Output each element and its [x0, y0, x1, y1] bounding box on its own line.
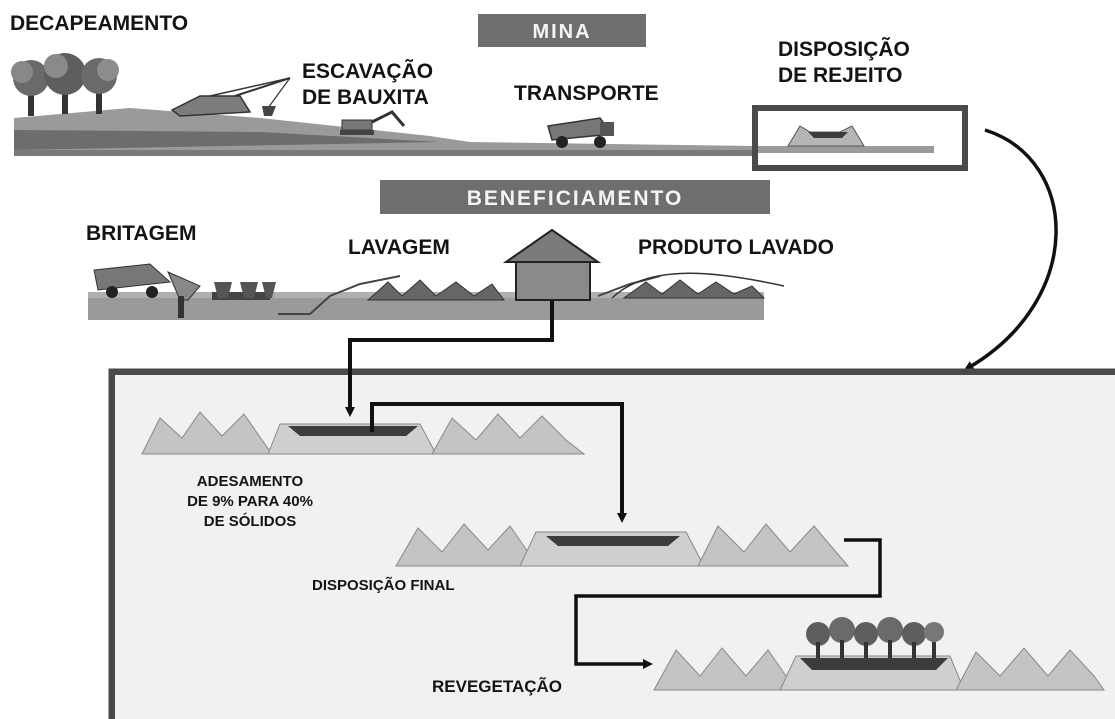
dragline-excavator-icon: [170, 77, 291, 117]
step-disposicao-final-label: DISPOSIÇÃO FINAL: [312, 576, 455, 594]
tailings-flow-arrow: [963, 128, 1058, 371]
haul-truck-icon: [547, 117, 614, 148]
forest-trees-icon: [11, 53, 119, 116]
step-adensamento-line1: ADESAMENTO: [197, 473, 304, 490]
product-curve-line: [611, 272, 785, 299]
mine-ground: [14, 108, 755, 156]
stage-decapeamento-label: DECAPEAMENTO: [10, 12, 188, 35]
disposal-to-revegetation-arrow: [574, 538, 882, 669]
beneficiamento-banner-label: BENEFICIAMENTO: [467, 187, 684, 210]
stage-lavagem-label: LAVAGEM: [348, 236, 450, 259]
stage-britagem-label: BRITAGEM: [86, 222, 196, 245]
stage-disposicao-rejeito-line1: DISPOSIÇÃO: [778, 38, 910, 61]
revegetation-trees-icon: [806, 617, 944, 658]
product-piles-icon: [622, 279, 766, 299]
conveyor-line: [278, 275, 401, 315]
tailings-disposal-box: [752, 105, 968, 171]
stage-disposicao-rejeito-line2: DE REJEITO: [778, 64, 902, 87]
step-revegetacao-label: REVEGETAÇÃO: [432, 676, 562, 696]
mina-banner-label: MINA: [532, 21, 591, 43]
processing-plant-icon: [502, 228, 602, 301]
crusher-equipment-icon: [212, 282, 276, 300]
excavator-icon: [340, 110, 406, 135]
stage-escavacao-line1: ESCAVAÇÃO: [302, 60, 433, 83]
revegetation-piles-icon: [653, 647, 1105, 691]
stage-produto-lavado-label: PRODUTO LAVADO: [638, 236, 834, 259]
product-conveyor-line: [597, 275, 661, 297]
step-adensamento-line3: DE SÓLIDOS: [204, 512, 297, 530]
beneficiamento-banner: BENEFICIAMENTO: [380, 180, 770, 214]
mina-banner: MINA: [478, 14, 646, 47]
washing-piles-icon: [366, 279, 505, 301]
plant-to-thickener-arrow: [345, 300, 554, 417]
thickener-piles-icon: [141, 411, 586, 455]
final-disposal-piles-icon: [395, 523, 850, 567]
step-adensamento-line2: DE 9% PARA 40%: [187, 493, 313, 510]
thickener-to-disposal-arrow: [370, 402, 627, 523]
stage-transporte-label: TRANSPORTE: [514, 82, 659, 105]
crusher-truck-icon: [93, 263, 201, 318]
stage-escavacao-line2: DE BAUXITA: [302, 86, 429, 109]
